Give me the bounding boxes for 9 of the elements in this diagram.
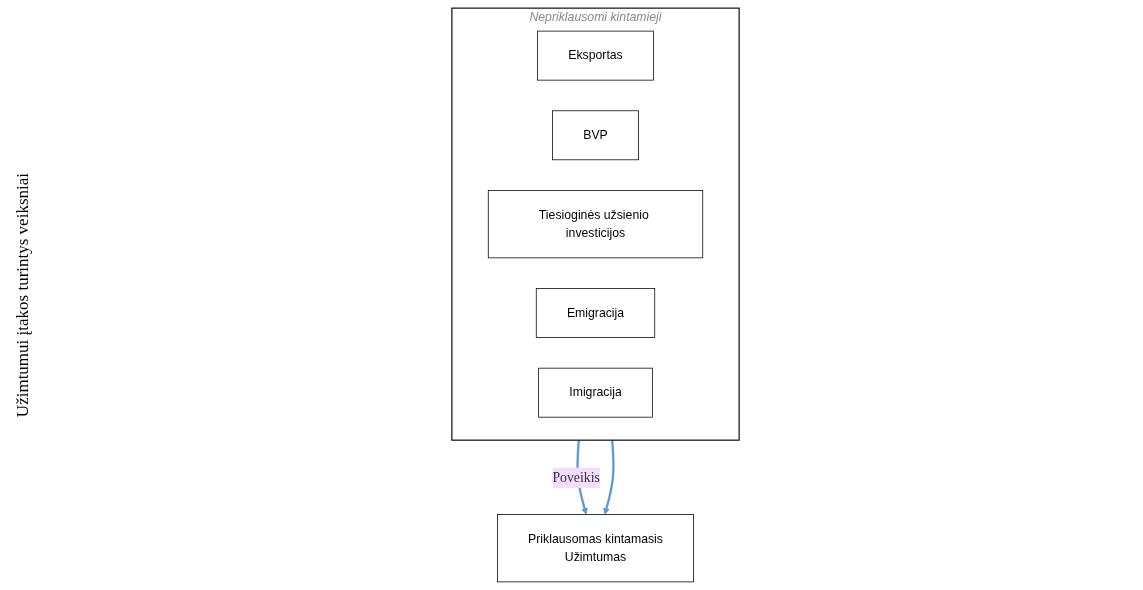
node-box: Imigracija — [537, 367, 653, 418]
node-box: Emigracija — [535, 288, 655, 338]
node-box: Eksportas — [536, 30, 654, 81]
node-box: Priklausomas kintamasis Užimtumas — [496, 514, 694, 583]
node-box: Tiesioginės užsienio investicijos — [487, 190, 703, 259]
side-label: Užimtumui įtakos turintys veiksniai — [13, 172, 33, 418]
node-box: BVP — [551, 110, 639, 161]
arrow — [602, 440, 615, 515]
edge-label: Poveikis — [551, 469, 600, 486]
